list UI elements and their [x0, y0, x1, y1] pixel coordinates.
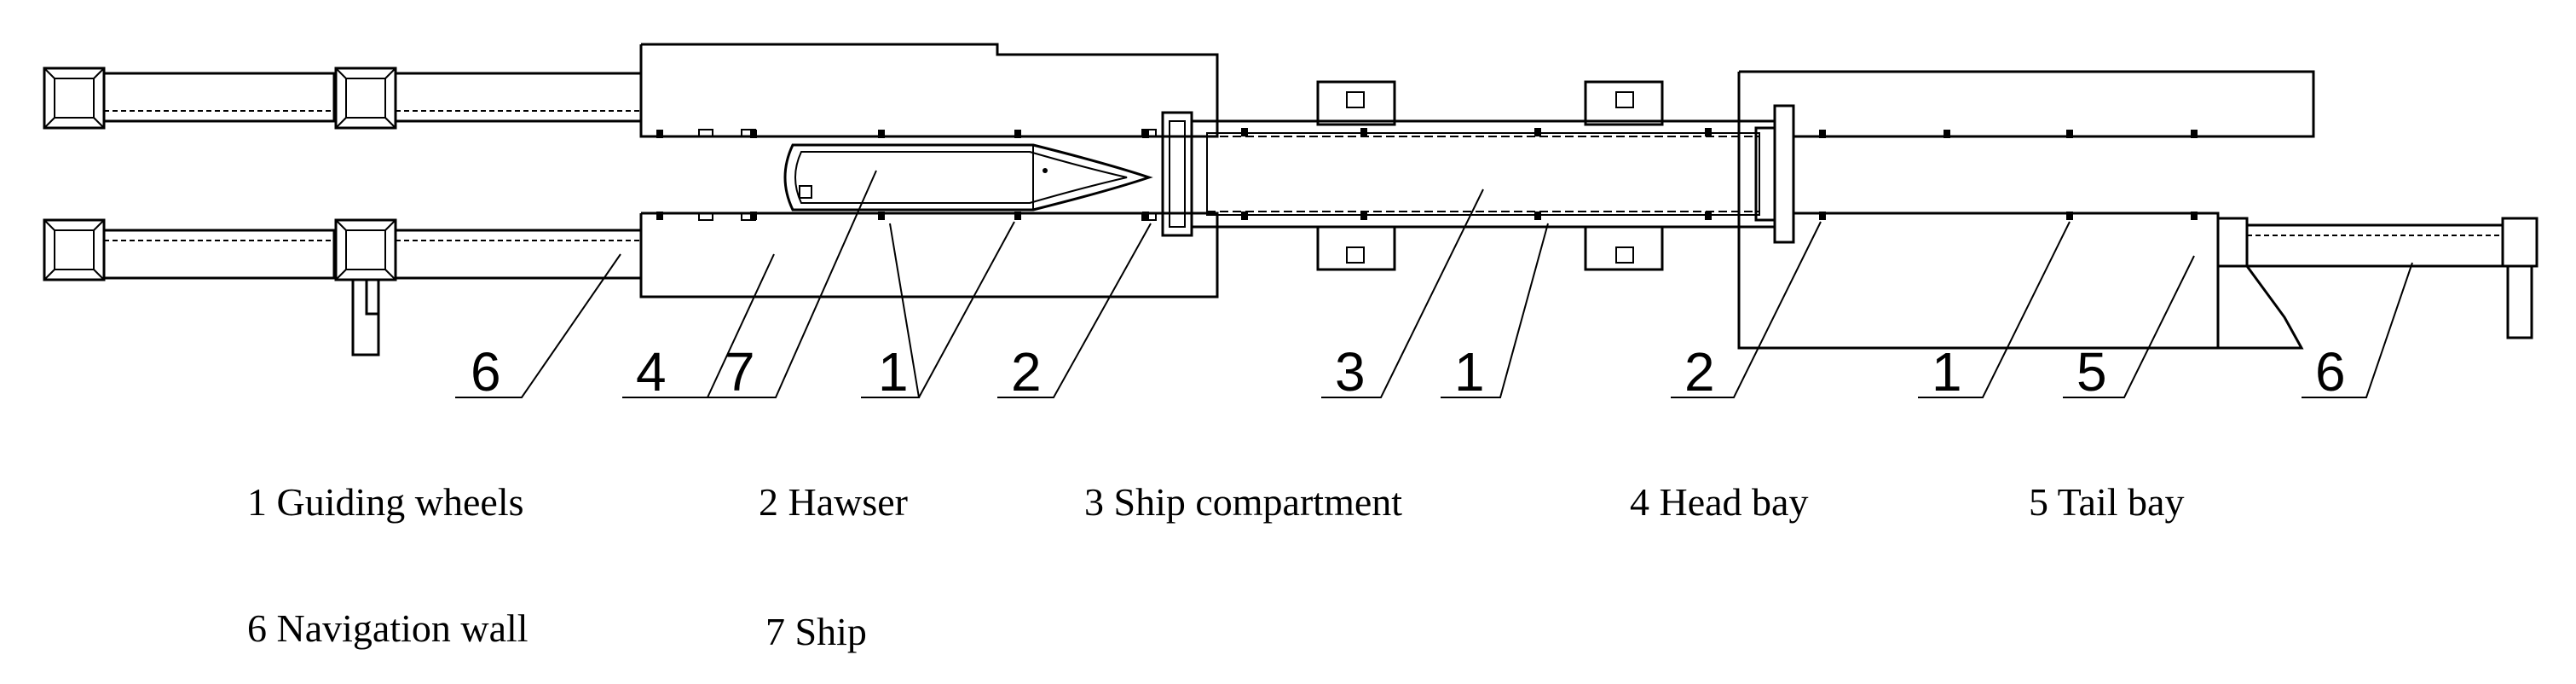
legend-hawser: 2 Hawser [759, 480, 908, 524]
legend-ship: 7 Ship [765, 610, 867, 653]
callout-navigation-wall-right: 6 [2315, 341, 2346, 403]
leader-lines [455, 170, 2413, 398]
right-navigation-wall [2216, 217, 2538, 350]
callout-hawser-head: 2 [1011, 341, 1042, 403]
ship [783, 143, 1153, 212]
guiding-wheels [656, 128, 2198, 220]
legend: 1 Guiding wheels 2 Hawser 3 Ship compart… [247, 480, 2184, 653]
callout-navigation-wall-left: 6 [471, 341, 501, 403]
tail-bay [1737, 70, 2315, 350]
callout-guiding-wheels-tail: 1 [1932, 341, 1962, 403]
legend-tail-bay: 5 Tail bay [2029, 480, 2184, 524]
callout-ship: 7 [725, 341, 755, 403]
callout-head-bay: 4 [636, 341, 667, 403]
left-navigation-walls [43, 67, 643, 356]
callout-tail-bay: 5 [2076, 341, 2107, 403]
callout-ship-compartment: 3 [1335, 341, 1366, 403]
callout-hawser-tail: 2 [1684, 341, 1715, 403]
legend-head-bay: 4 Head bay [1630, 480, 1808, 524]
callout-guiding-wheels-compartment: 1 [1454, 341, 1485, 403]
callout-guiding-wheels-head: 1 [878, 341, 909, 403]
callout-labels: 6 4 7 1 2 3 1 2 1 5 6 [471, 341, 2346, 403]
legend-navigation-wall: 6 Navigation wall [247, 606, 528, 650]
legend-ship-compartment: 3 Ship compartment [1084, 480, 1402, 524]
legend-guiding-wheels: 1 Guiding wheels [247, 480, 524, 524]
ship-compartment [1161, 80, 1776, 271]
